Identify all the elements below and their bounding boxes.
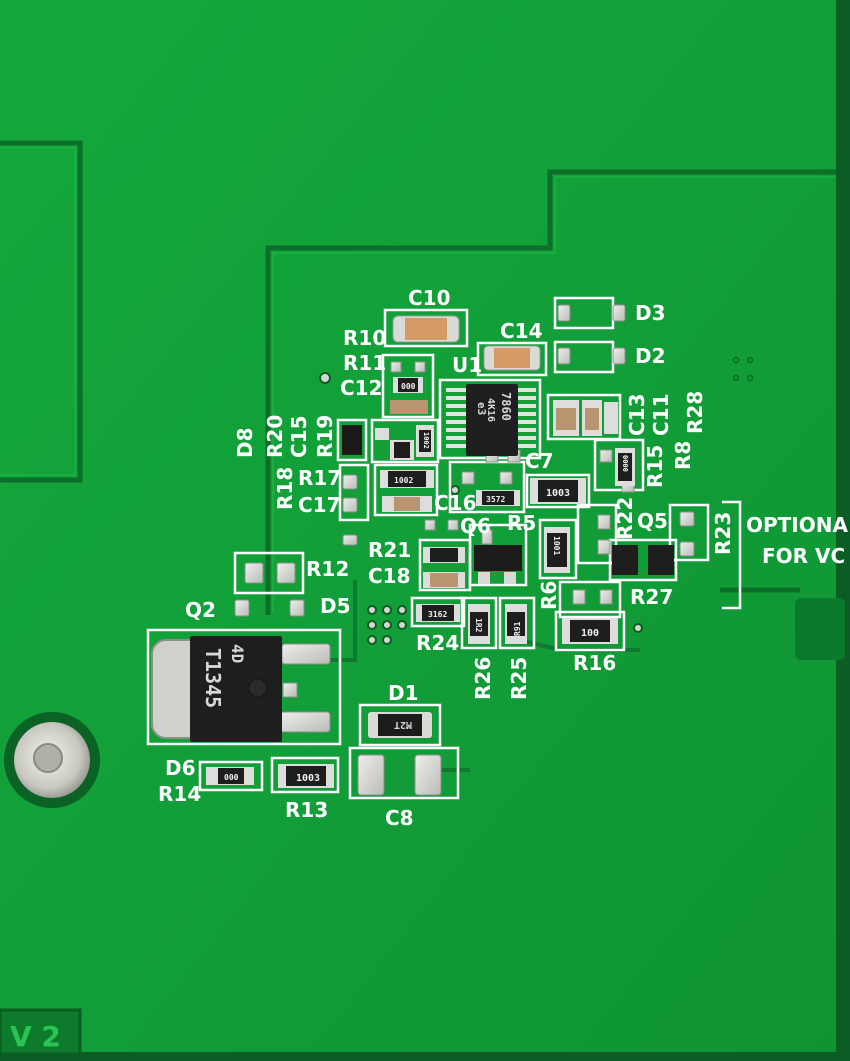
label-r15: R15 <box>643 445 667 488</box>
label-r24: R24 <box>416 631 459 655</box>
board-right-edge <box>836 0 850 1061</box>
silkscreen-labels: C10 C14 R10 R11 U1 C12 D3 D2 D8 R20 C15 … <box>158 286 848 830</box>
label-q5: Q5 <box>637 509 668 533</box>
q2-mark-1: T1345 <box>201 648 225 708</box>
label-r10: R10 <box>343 326 386 350</box>
r16-mark: 100 <box>581 628 599 639</box>
label-r13: R13 <box>285 798 328 822</box>
label-q6: Q6 <box>460 514 491 538</box>
label-c18: C18 <box>368 564 411 588</box>
d1-mark: M2T <box>394 719 412 730</box>
label-c13: C13 <box>625 393 649 436</box>
r6-mark: 1001 <box>552 536 561 555</box>
label-r19: R19 <box>313 415 337 458</box>
label-for-vc: FOR VC <box>762 544 845 568</box>
r26-mark: 1R2 <box>474 618 483 633</box>
label-r20: R20 <box>263 415 287 458</box>
label-r5: R5 <box>507 511 536 535</box>
r24-mark: 3162 <box>428 610 447 619</box>
r7-mark: 1003 <box>546 488 570 499</box>
label-r28: R28 <box>683 391 707 434</box>
r25-mark: R91 <box>513 621 522 636</box>
label-r17: R17 <box>298 466 341 490</box>
mounting-screw <box>4 712 100 808</box>
label-d2: D2 <box>635 344 666 368</box>
r17-mark: 1002 <box>394 476 413 485</box>
label-c8: C8 <box>385 806 414 830</box>
label-c11: C11 <box>649 393 673 436</box>
r19-mark: 1002 <box>422 432 430 449</box>
label-d3: D3 <box>635 301 666 325</box>
u1-mark-2: 4K16 <box>485 398 496 422</box>
label-c17: C17 <box>298 493 341 517</box>
label-r23: R23 <box>711 512 735 555</box>
label-c10: C10 <box>408 286 451 310</box>
label-r14: R14 <box>158 782 201 806</box>
label-r25: R25 <box>507 657 531 700</box>
r13-mark: 1003 <box>296 773 320 784</box>
label-r21: R21 <box>368 538 411 562</box>
label-u1: U1 <box>452 353 482 377</box>
label-optional: OPTIONA <box>746 513 848 537</box>
copper-outlines <box>0 140 836 615</box>
label-d5: D5 <box>320 594 351 618</box>
version-block: V 2 <box>0 1008 82 1056</box>
label-r11: R11 <box>343 351 386 375</box>
r15-mark: 0000 <box>621 455 629 472</box>
c16-mark: 3572 <box>486 495 505 504</box>
r11-mark: 000 <box>401 382 416 391</box>
q2-mark-2: 4D <box>228 644 247 663</box>
version-label: V 2 <box>10 1020 61 1053</box>
label-r22: R22 <box>613 497 637 540</box>
label-q2: Q2 <box>185 598 216 622</box>
label-c12: C12 <box>340 376 383 400</box>
label-r6: R6 <box>537 581 561 610</box>
label-d1: D1 <box>388 681 419 705</box>
r14-mark: 000 <box>224 773 239 782</box>
label-r16: R16 <box>573 651 616 675</box>
board-bottom-edge <box>0 1052 850 1061</box>
label-r26: R26 <box>471 657 495 700</box>
label-r27: R27 <box>630 585 673 609</box>
u1-mark-3: e3 <box>475 402 488 415</box>
label-r18: R18 <box>273 467 297 510</box>
label-c14: C14 <box>500 319 543 343</box>
pads <box>234 304 695 796</box>
label-r12: R12 <box>306 557 349 581</box>
label-c16: C16 <box>434 491 477 515</box>
u1-ic <box>446 384 536 456</box>
q2-transistor <box>151 636 282 742</box>
label-d8: D8 <box>233 427 257 458</box>
label-c7: C7 <box>525 449 554 473</box>
label-r8: R8 <box>671 441 695 470</box>
smd-parts <box>206 315 674 788</box>
u1-mark-1: 7860 <box>499 392 513 421</box>
label-d6: D6 <box>165 756 196 780</box>
label-c15: C15 <box>287 415 311 458</box>
chip-markings: 7860 4K16 e3 T1345 4D M2T 1003 1003 100 … <box>201 382 629 784</box>
